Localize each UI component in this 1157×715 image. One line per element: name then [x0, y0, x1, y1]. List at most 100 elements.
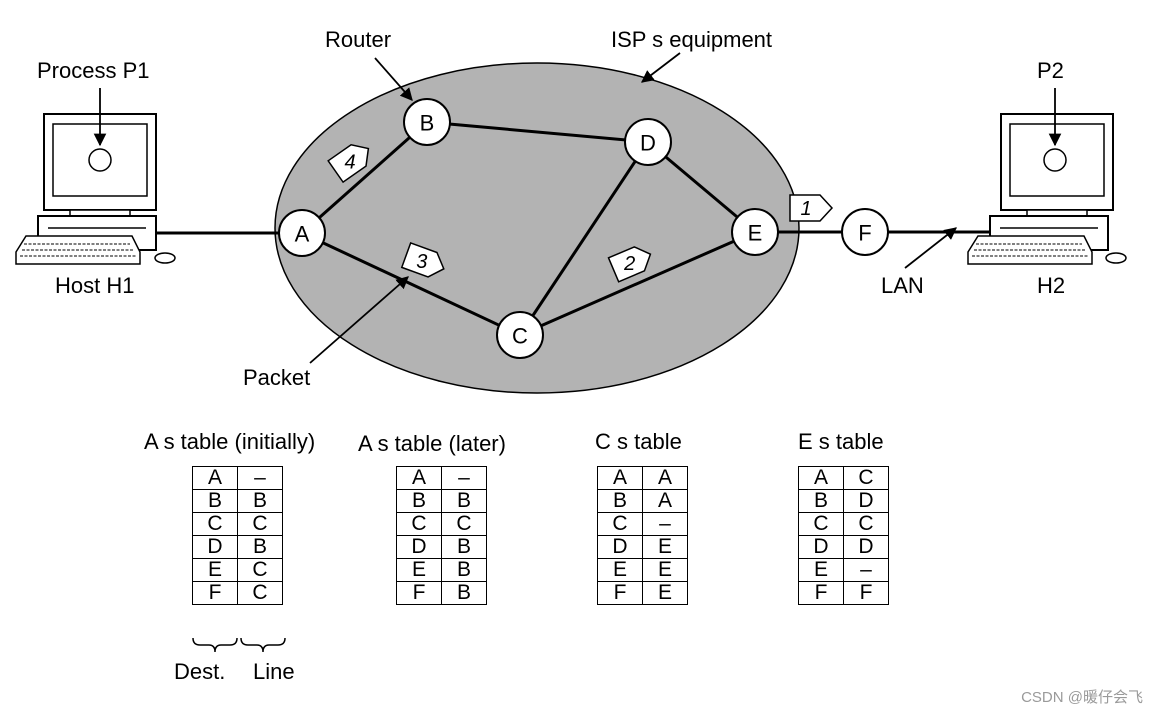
dest-cell: E [192, 558, 238, 582]
arrow-isp [640, 52, 681, 83]
line-cell: B [441, 581, 487, 605]
line-cell: B [237, 535, 283, 559]
table-title-a-initially: A s table (initially) [144, 429, 316, 454]
line-cell: B [441, 489, 487, 513]
dest-cell: F [798, 581, 844, 605]
line-cell: – [237, 466, 283, 490]
router-b-label: B [420, 111, 435, 136]
router-e: E [731, 208, 779, 256]
router-e-label: E [748, 221, 763, 246]
table-row: C– [597, 512, 688, 536]
line-cell: A [642, 466, 688, 490]
dest-cell: D [192, 535, 238, 559]
line-cell: B [441, 535, 487, 559]
dest-cell: C [798, 512, 844, 536]
label-h2: H2 [1037, 273, 1065, 298]
line-cell: C [843, 512, 889, 536]
line-cell: C [843, 466, 889, 490]
packet-2: 2 [607, 246, 652, 283]
table-row: A– [396, 466, 487, 490]
line-cell: E [642, 558, 688, 582]
arrow-lan [904, 227, 957, 269]
line-cell: E [642, 535, 688, 559]
line-cell: D [843, 535, 889, 559]
link-a-c [301, 231, 521, 337]
label-isp-equipment: ISP s equipment [611, 27, 772, 52]
packet-1: 1 [789, 194, 834, 222]
watermark: CSDN @暖仔会飞 [1021, 689, 1143, 706]
dest-cell: E [798, 558, 844, 582]
line-cell: – [441, 466, 487, 490]
line-cell: C [237, 512, 283, 536]
dest-cell: D [798, 535, 844, 559]
table-title-a-later: A s table (later) [358, 431, 506, 456]
dest-cell: F [396, 581, 442, 605]
packet-4: 4 [327, 143, 370, 184]
line-cell: C [237, 581, 283, 605]
arrow-packet [309, 276, 409, 364]
process-p1-icon [88, 148, 112, 172]
host-h2-computer-icon [967, 113, 1127, 265]
router-a-label: A [295, 222, 310, 247]
dest-brace [192, 637, 238, 653]
table-row: A– [192, 466, 283, 490]
router-f: F [841, 208, 889, 256]
dest-cell: C [396, 512, 442, 536]
router-c: C [496, 311, 544, 359]
dest-cell: A [597, 466, 643, 490]
packet-3: 3 [400, 241, 445, 278]
dest-cell: A [396, 466, 442, 490]
label-process-p1: Process P1 [37, 58, 150, 83]
line-cell: E [642, 581, 688, 605]
arrow-router [374, 57, 413, 101]
dest-cell: B [396, 489, 442, 513]
label-host-h1: Host H1 [55, 273, 134, 298]
dest-cell: F [597, 581, 643, 605]
dest-cell: B [798, 489, 844, 513]
annotation-arrows [93, 52, 1062, 364]
link-d-c [518, 141, 650, 336]
packet-3-label: 3 [416, 251, 427, 273]
dest-cell: E [396, 558, 442, 582]
table-title-e: E s table [798, 429, 884, 454]
host-h1-computer-icon [15, 113, 176, 265]
router-f-label: F [858, 221, 871, 246]
label-p2: P2 [1037, 58, 1064, 83]
dest-cell: F [192, 581, 238, 605]
line-cell: B [441, 558, 487, 582]
link-c-e [519, 230, 756, 337]
link-b-d [426, 120, 649, 144]
dest-cell: D [597, 535, 643, 559]
line-cell: C [441, 512, 487, 536]
dest-cell: C [192, 512, 238, 536]
table-title-c: C s table [595, 429, 682, 454]
dest-cell: B [192, 489, 238, 513]
router-d: D [624, 118, 672, 166]
dest-cell: B [597, 489, 643, 513]
dest-cell: C [597, 512, 643, 536]
packet-1-label: 1 [800, 198, 811, 220]
line-cell: F [843, 581, 889, 605]
line-cell: – [642, 512, 688, 536]
